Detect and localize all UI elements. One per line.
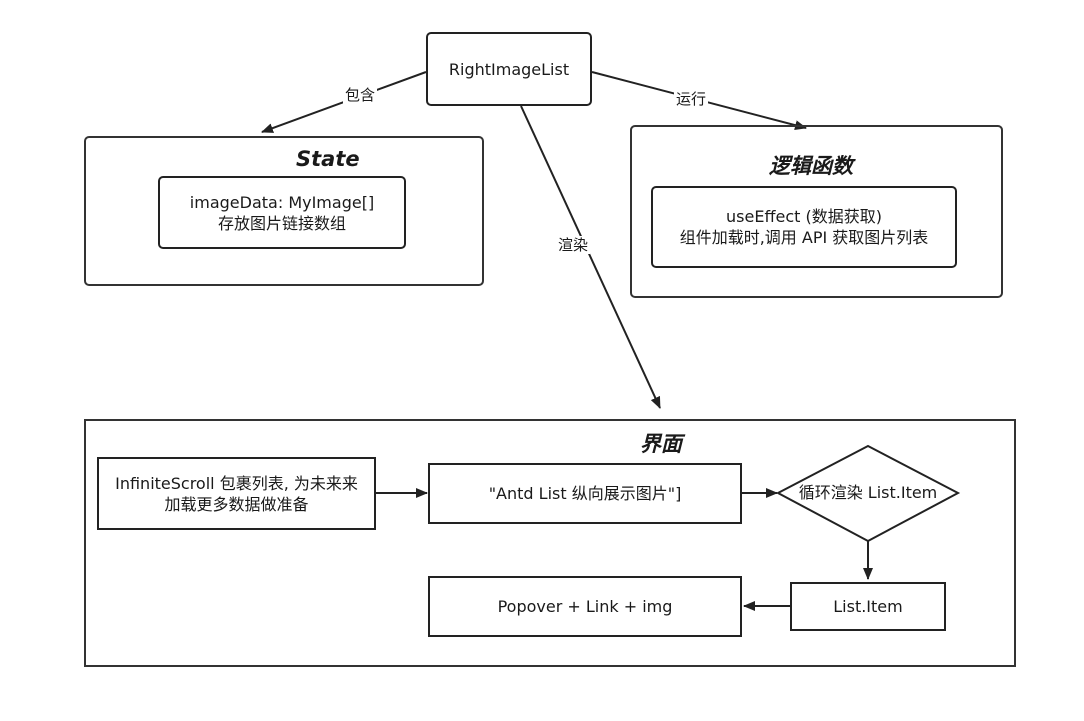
ui-group [84, 419, 1016, 667]
state-group [84, 136, 484, 286]
edge-label-runs: 运行 [674, 90, 709, 108]
infinite-scroll-node[interactable]: InfiniteScroll 包裹列表, 为未来来 加载更多数据做准备 [97, 457, 376, 530]
edge-label-contains: 包含 [343, 86, 378, 104]
list-item-label: List.Item [833, 597, 903, 616]
logic-useeffect-line2: 组件加载时,调用 API 获取图片列表 [679, 228, 929, 247]
popover-node[interactable]: Popover + Link + img [428, 576, 742, 637]
logic-group [630, 125, 1003, 298]
root-node-label: RightImageList [448, 59, 570, 79]
antd-list-label: "Antd List 纵向展示图片"] [488, 484, 682, 503]
state-group-title: State [296, 147, 360, 171]
loop-render-label[interactable]: 循环渲染 List.Item [798, 483, 938, 502]
loop-diamond-shape [775, 444, 961, 543]
infinite-scroll-line2: 加载更多数据做准备 [164, 494, 309, 514]
state-imagedata-line2: 存放图片链接数组 [217, 213, 346, 233]
edge-label-renders: 渲染 [556, 236, 591, 254]
logic-group-title: 逻辑函数 [769, 154, 853, 178]
edge-renders-line [520, 105, 661, 409]
list-item-node[interactable]: List.Item [790, 582, 946, 631]
logic-useeffect-line1: useEffect (数据获取) [726, 207, 882, 226]
infinite-scroll-line1: InfiniteScroll 包裹列表, 为未来来 [115, 473, 358, 493]
root-node[interactable]: RightImageList [426, 32, 592, 106]
state-imagedata-node[interactable]: imageData: MyImage[] 存放图片链接数组 [158, 176, 406, 249]
popover-label: Popover + Link + img [497, 597, 673, 616]
logic-useeffect-node[interactable]: useEffect (数据获取) 组件加载时,调用 API 获取图片列表 [651, 186, 957, 268]
ui-group-title: 界面 [640, 432, 682, 456]
antd-list-node[interactable]: "Antd List 纵向展示图片"] [428, 463, 742, 524]
state-imagedata-line1: imageData: MyImage[] [189, 192, 375, 212]
